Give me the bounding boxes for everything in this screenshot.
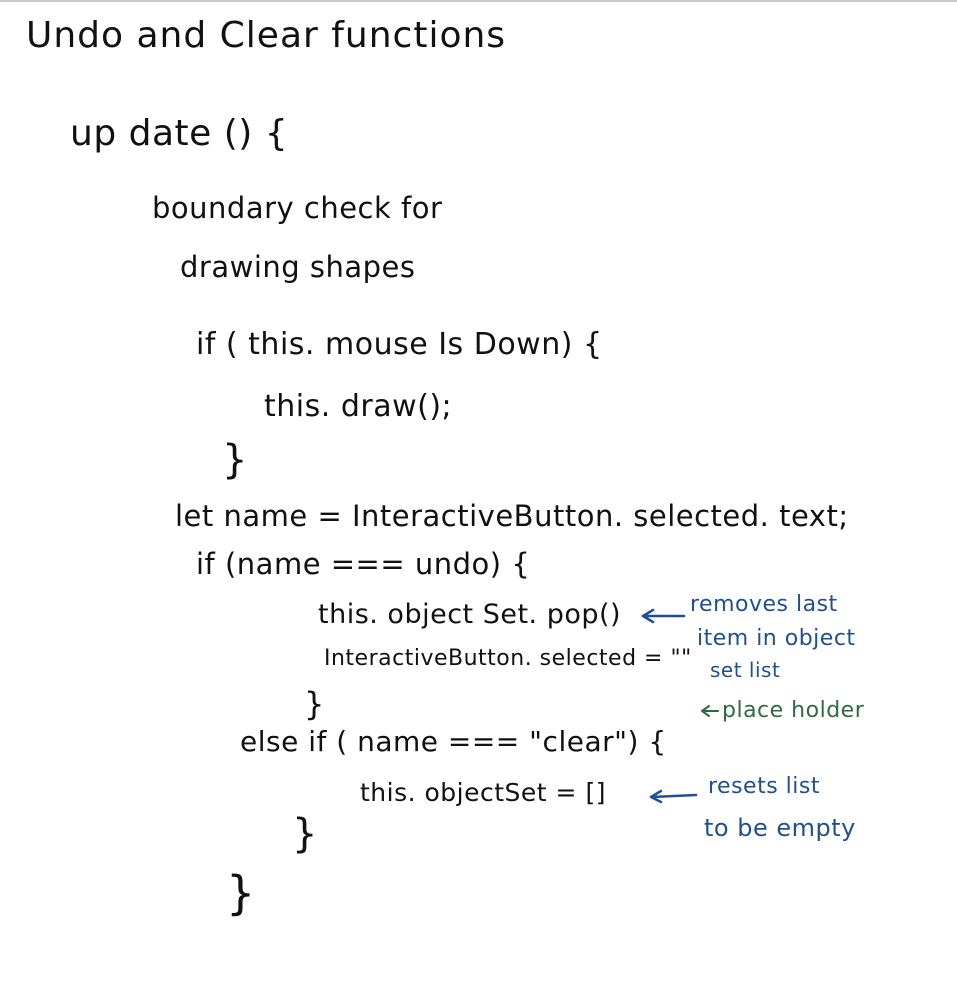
annotation-pop-line-2: item in object xyxy=(697,626,856,651)
code-line-let-name: let name = InteractiveButton. selected. … xyxy=(175,499,849,533)
code-line-reset-set: this. objectSet = [] xyxy=(360,778,606,807)
code-line-close-update: } xyxy=(226,866,256,920)
annotation-placeholder: place holder xyxy=(722,698,865,723)
page-title: Undo and Clear functions xyxy=(26,15,507,56)
code-line-selected-reset: InteractiveButton. selected = "" xyxy=(324,646,692,671)
code-comment-drawing: drawing shapes xyxy=(180,250,416,284)
code-line-close-if-mouse: } xyxy=(222,437,248,483)
arrow-pop-icon xyxy=(641,608,686,624)
arrow-reset-icon xyxy=(649,789,698,804)
code-line-draw-call: this. draw(); xyxy=(264,389,453,424)
annotation-reset-line-1: resets list xyxy=(708,774,820,799)
annotation-pop-line-1: removes last xyxy=(690,592,838,617)
code-line-else-if-clear: else if ( name === "clear") { xyxy=(240,725,667,758)
code-line-close-if-undo: } xyxy=(304,685,325,723)
code-line-pop: this. object Set. pop() xyxy=(318,599,622,630)
annotation-reset-line-2: to be empty xyxy=(704,814,856,842)
code-comment-boundary: boundary check for xyxy=(152,191,443,225)
code-line-if-mouse-down: if ( this. mouse Is Down) { xyxy=(196,327,603,362)
code-line-if-undo: if (name === undo) { xyxy=(196,547,531,581)
code-line-close-else: } xyxy=(292,811,318,857)
arrow-placeholder-icon xyxy=(701,705,719,717)
code-line-update: up date () { xyxy=(70,113,289,154)
top-border xyxy=(0,0,957,2)
annotation-pop-line-3: set list xyxy=(710,658,781,682)
